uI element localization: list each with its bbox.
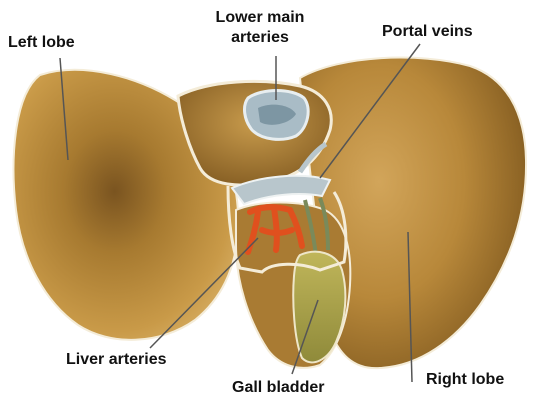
label-left-lobe: Left lobe bbox=[8, 33, 75, 53]
label-right-lobe: Right lobe bbox=[426, 370, 504, 390]
label-lower-main-arteries-line1: Lower main bbox=[200, 8, 320, 28]
label-liver-arteries: Liver arteries bbox=[66, 350, 167, 370]
label-lower-main-arteries-line2: arteries bbox=[200, 28, 320, 48]
label-lower-main-arteries: Lower main arteries bbox=[200, 8, 320, 48]
label-portal-veins: Portal veins bbox=[382, 22, 473, 42]
label-gall-bladder: Gall bladder bbox=[232, 378, 324, 398]
